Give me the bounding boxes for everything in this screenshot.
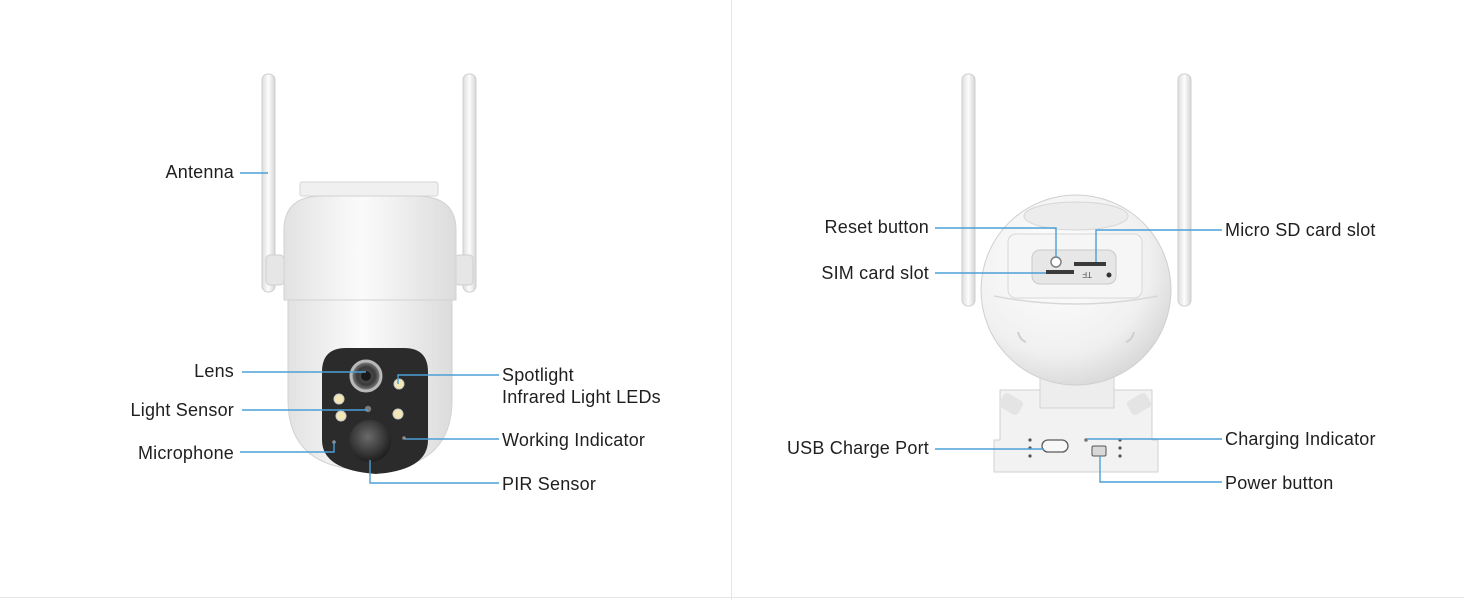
sim-slot-icon: [1046, 270, 1074, 274]
back-antenna-right: [1177, 73, 1192, 307]
reset-button-icon: [1050, 256, 1062, 268]
led-icon: [335, 410, 347, 422]
leader-spotlight: [397, 374, 499, 384]
label-spotlight: Spotlight: [502, 365, 574, 385]
charging-indicator-icon: [1084, 438, 1088, 442]
panel-divider: [731, 0, 732, 600]
working-indicator-icon: [402, 436, 406, 440]
led-icon: [333, 393, 345, 405]
tf-marking: TF: [1082, 270, 1092, 279]
label-usb-charge-port: USB Charge Port: [786, 438, 929, 458]
leader-lines: [240, 172, 1222, 484]
label-working-indicator: Working Indicator: [502, 430, 646, 450]
front-antenna-left: [261, 73, 276, 293]
pir-sensor-icon: [349, 420, 391, 462]
led-icon: [393, 378, 405, 390]
light-sensor-icon: [364, 405, 372, 413]
sd-slot-icon: [1074, 262, 1106, 266]
label-sim-card-slot: SIM card slot: [821, 263, 929, 283]
power-button-icon: [1091, 445, 1107, 457]
back-camera: TF: [961, 73, 1192, 473]
leader-pir: [369, 460, 499, 484]
leader-microphone: [240, 442, 335, 453]
front-upper-body: [283, 195, 457, 301]
label-antenna: Antenna: [165, 162, 234, 182]
leader-sd: [1095, 229, 1222, 262]
slot-recess: [1031, 249, 1117, 285]
back-base: [993, 389, 1159, 473]
led-icon: [392, 408, 404, 420]
front-antenna-right: [462, 73, 477, 293]
label-charging-indicator: Charging Indicator: [1225, 429, 1376, 449]
label-lens: Lens: [194, 361, 234, 381]
label-pir-sensor: PIR Sensor: [502, 474, 597, 494]
label-microphone: Microphone: [137, 443, 234, 463]
label-reset-button: Reset button: [824, 217, 929, 237]
usb-port-icon: [1041, 439, 1069, 453]
label-light-sensor: Light Sensor: [130, 400, 234, 420]
leader-reset: [935, 227, 1057, 258]
bottom-rule: [0, 597, 1464, 598]
label-power-button: Power button: [1225, 473, 1334, 493]
leader-power: [1099, 456, 1222, 483]
label-micro-sd-card-slot: Micro SD card slot: [1225, 220, 1376, 240]
front-camera: [261, 73, 477, 474]
back-antenna-left: [961, 73, 976, 307]
label-infrared-leds: Infrared Light LEDs: [502, 387, 661, 407]
